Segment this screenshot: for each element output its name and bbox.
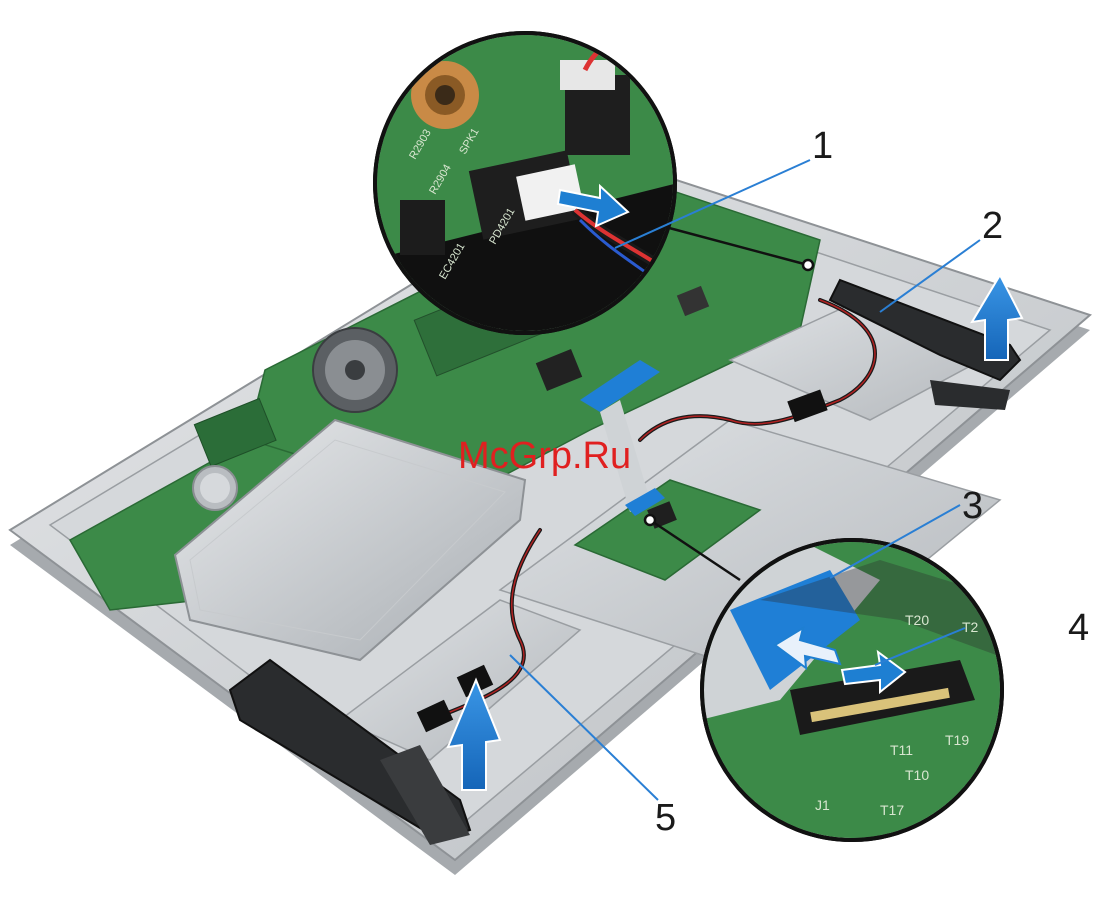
- callout-4: 4: [1068, 607, 1089, 649]
- board-silkscreen: T2: [962, 619, 979, 635]
- callout-1: 1: [812, 125, 833, 167]
- callout-5: 5: [655, 797, 676, 839]
- watermark-text: McGrp.Ru: [458, 435, 631, 477]
- board-silkscreen: J1: [815, 797, 830, 813]
- cooling-fan: [313, 328, 397, 412]
- board-silkscreen: T19: [945, 732, 969, 748]
- callout-3: 3: [962, 485, 983, 527]
- board-silkscreen: T20: [905, 612, 929, 628]
- callout-2: 2: [982, 205, 1003, 247]
- board-silkscreen: T10: [905, 767, 929, 783]
- magnified-inset-touchpad-connector: T20 T2 T19 T11 T10 T17 J1: [700, 540, 1010, 840]
- board-silkscreen: T11: [890, 742, 913, 758]
- coin-cell-battery-inner: [200, 473, 230, 503]
- board-silkscreen: T17: [880, 802, 904, 818]
